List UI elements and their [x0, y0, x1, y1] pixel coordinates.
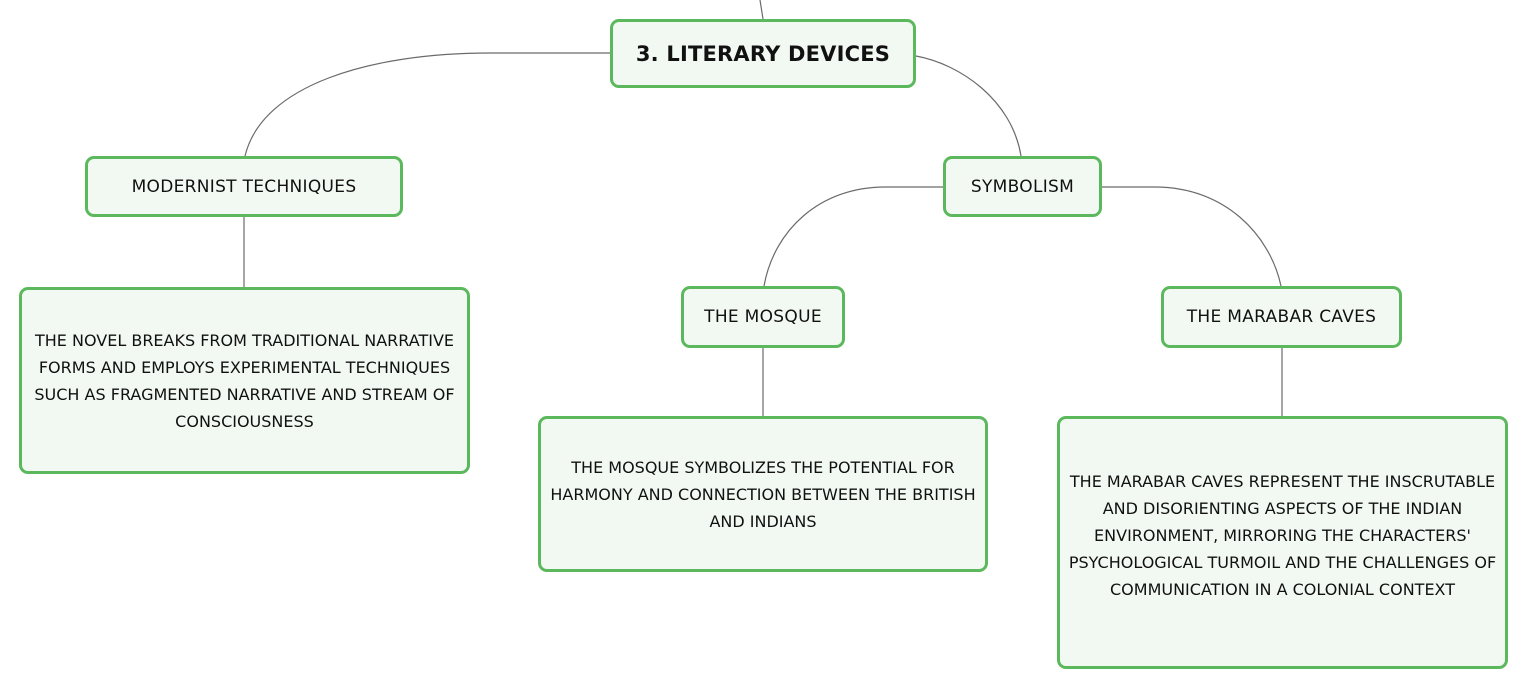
symbolism-label: SYMBOLISM	[970, 176, 1075, 197]
connector-root-to-modernist	[244, 52, 610, 157]
modernist-techniques-label: MODERNIST TECHNIQUES	[131, 176, 357, 197]
marabar-caves-label: THE MARABAR CAVES	[1186, 307, 1377, 327]
modernist-techniques-description: THE NOVEL BREAKS FROM TRADITIONAL NARRAT…	[34, 330, 455, 431]
mosque-node[interactable]: THE MOSQUE	[681, 286, 845, 348]
connector-symbolism-to-mosque	[763, 186, 943, 287]
modernist-techniques-description-node[interactable]: THE NOVEL BREAKS FROM TRADITIONAL NARRAT…	[19, 287, 470, 474]
connector-root-to-symbolism	[915, 55, 1022, 157]
modernist-techniques-node[interactable]: MODERNIST TECHNIQUES	[85, 156, 403, 217]
root-node[interactable]: 3. LITERARY DEVICES	[610, 19, 916, 88]
connector-parent-to-root	[759, 0, 764, 20]
mosque-description-node[interactable]: THE MOSQUE SYMBOLIZES THE POTENTIAL FOR …	[538, 416, 988, 572]
symbolism-node[interactable]: SYMBOLISM	[943, 156, 1102, 217]
root-node-label: 3. LITERARY DEVICES	[635, 41, 891, 66]
mosque-label: THE MOSQUE	[704, 307, 822, 327]
connector-symbolism-to-caves	[1102, 186, 1282, 287]
marabar-caves-description: THE MARABAR CAVES REPRESENT THE INSCRUTA…	[1068, 472, 1497, 599]
marabar-caves-node[interactable]: THE MARABAR CAVES	[1161, 286, 1402, 348]
marabar-caves-description-node[interactable]: THE MARABAR CAVES REPRESENT THE INSCRUTA…	[1057, 416, 1508, 669]
mosque-description: THE MOSQUE SYMBOLIZES THE POTENTIAL FOR …	[550, 457, 976, 531]
